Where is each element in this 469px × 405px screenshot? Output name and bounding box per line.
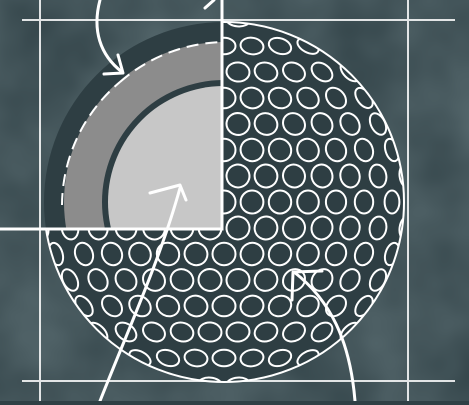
golf-ball-cross-section-diagram — [0, 0, 469, 401]
diagram-canvas — [0, 0, 469, 401]
